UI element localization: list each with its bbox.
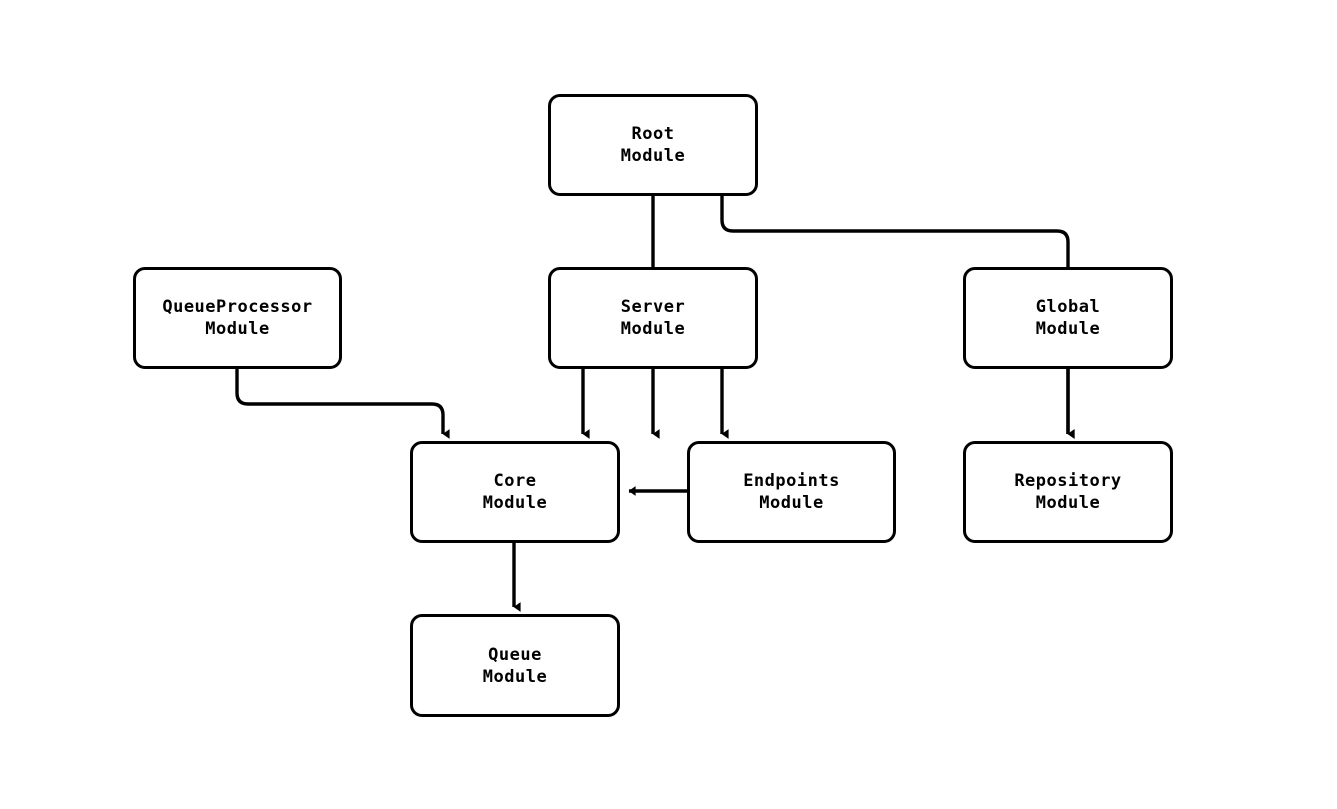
node-global-module-line2: Module: [1035, 319, 1101, 339]
edge-root-to-global: [720, 196, 1075, 439]
edge-queueprocessor-to-core: [235, 369, 450, 439]
node-server-module-line1: Server: [620, 297, 686, 317]
node-repository-module-line2: Module: [1035, 493, 1101, 513]
node-queue-module-line2: Module: [482, 666, 548, 687]
node-queue-module-line1: Queue: [488, 644, 542, 665]
node-core-module-line1: Core: [493, 471, 537, 491]
node-repository-module-line1: Repository: [1014, 471, 1122, 491]
node-endpoints-module[interactable]: Endpoints Module: [687, 441, 896, 543]
node-root-module-line1: Root: [631, 124, 675, 144]
node-queueprocessor-module[interactable]: QueueProcessor Module: [133, 267, 342, 369]
node-queueprocessor-module-line2: Module: [205, 319, 270, 339]
node-endpoints-module-line1: Endpoints: [743, 471, 840, 491]
node-core-module-line2: Module: [482, 493, 548, 513]
node-global-module[interactable]: Global Module: [963, 267, 1173, 369]
node-root-module-line2: Module: [620, 146, 686, 166]
node-queue-module[interactable]: Queue Module: [410, 614, 620, 717]
node-root-module[interactable]: Root Module: [548, 94, 758, 196]
node-server-module-line2: Module: [620, 319, 686, 339]
node-core-module[interactable]: Core Module: [410, 441, 620, 543]
node-repository-module[interactable]: Repository Module: [963, 441, 1173, 543]
node-queueprocessor-module-line1: QueueProcessor: [162, 297, 313, 317]
node-endpoints-module-line2: Module: [759, 493, 824, 513]
node-global-module-line1: Global: [1035, 297, 1101, 317]
node-server-module[interactable]: Server Module: [548, 267, 758, 369]
